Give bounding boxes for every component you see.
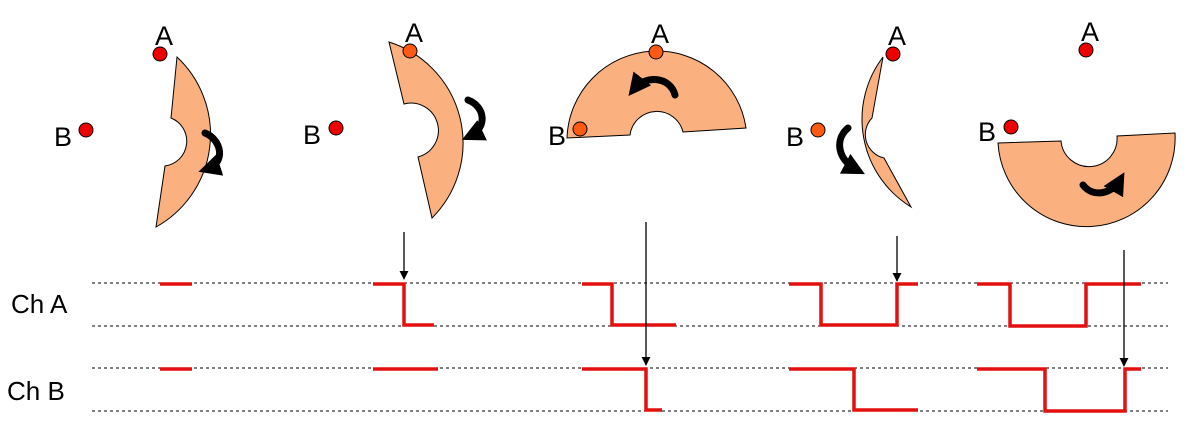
sensor-a-dot xyxy=(885,46,901,62)
rotation-arrow-icon xyxy=(628,71,679,99)
ch-a-waveform-3 xyxy=(582,282,676,327)
ch-b-waveform-3 xyxy=(582,367,662,412)
sensor-b-label: B xyxy=(548,121,566,151)
ch-b-waveforms xyxy=(160,367,1141,413)
rotation-arrow-icon xyxy=(1079,172,1125,198)
frame-4: A B xyxy=(786,21,913,209)
sensor-a-label: A xyxy=(155,21,173,51)
channel-a-label: Ch A xyxy=(11,289,68,319)
sensor-a-label: A xyxy=(405,18,423,48)
frame-1: A B xyxy=(54,21,224,228)
sensor-b-dot xyxy=(1003,119,1019,135)
channel-baselines xyxy=(92,282,1168,412)
encoder-disc xyxy=(997,132,1176,228)
ch-a-waveform-4 xyxy=(789,282,918,327)
channel-b-label: Ch B xyxy=(7,376,65,406)
rotation-arrow-icon xyxy=(461,96,487,141)
sensor-b-dot xyxy=(78,122,94,138)
rotation-arrow-icon xyxy=(198,129,224,176)
encoder-disc xyxy=(566,50,747,139)
encoder-disc xyxy=(155,55,211,228)
encoder-disc xyxy=(861,56,913,209)
sensor-b-label: B xyxy=(978,117,996,147)
ch-b-waveform-5 xyxy=(977,367,1141,413)
pointer-arrows xyxy=(399,222,1129,367)
ch-b-waveform-4 xyxy=(789,367,918,412)
ch-a-waveforms xyxy=(160,282,1141,328)
ch-a-waveform-2 xyxy=(373,282,434,327)
sensor-a-dot xyxy=(1078,42,1094,58)
sensor-b-dot xyxy=(328,120,344,136)
sensor-a-dot xyxy=(402,43,418,59)
sensor-a-dot xyxy=(648,44,664,60)
ch-a-waveform-5 xyxy=(977,282,1141,328)
rotation-arrow-icon xyxy=(836,124,865,175)
frame-2: A B xyxy=(303,18,487,219)
sensor-a-label: A xyxy=(1081,17,1099,47)
encoder-disc xyxy=(388,41,464,219)
sensor-b-label: B xyxy=(54,122,72,152)
sensor-b-dot xyxy=(572,121,588,137)
frame-3: A B xyxy=(548,19,747,151)
sensor-a-label: A xyxy=(651,19,669,49)
sensor-b-label: B xyxy=(303,120,321,150)
sensor-a-label: A xyxy=(888,21,906,51)
sensor-b-label: B xyxy=(786,122,804,152)
frame-5: A B xyxy=(978,17,1176,228)
sensor-b-dot xyxy=(810,122,826,138)
sensor-a-dot xyxy=(152,46,168,62)
